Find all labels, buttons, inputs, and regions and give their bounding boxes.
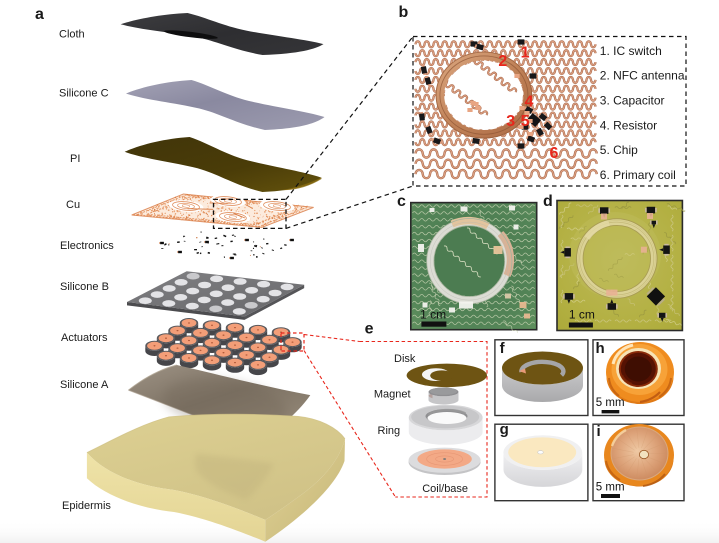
svg-text:f: f xyxy=(500,340,506,357)
svg-text:Coil/base: Coil/base xyxy=(422,483,468,495)
svg-text:6. Primary coil: 6. Primary coil xyxy=(600,168,676,182)
svg-text:a: a xyxy=(35,6,44,23)
svg-text:Cloth: Cloth xyxy=(59,29,85,41)
svg-text:3. Capacitor: 3. Capacitor xyxy=(600,94,665,108)
svg-text:Ring: Ring xyxy=(378,425,401,437)
svg-text:Magnet: Magnet xyxy=(374,389,411,401)
svg-text:Silicone A: Silicone A xyxy=(60,379,109,391)
svg-text:d: d xyxy=(543,193,553,210)
svg-text:c: c xyxy=(397,193,406,210)
svg-text:i: i xyxy=(597,423,601,440)
svg-text:3: 3 xyxy=(506,113,515,130)
svg-text:e: e xyxy=(365,321,374,338)
svg-text:1 cm: 1 cm xyxy=(569,308,595,322)
svg-text:1: 1 xyxy=(521,44,530,61)
svg-text:4. Resistor: 4. Resistor xyxy=(600,118,657,132)
svg-text:Cu: Cu xyxy=(66,199,80,211)
svg-text:5: 5 xyxy=(521,113,530,130)
svg-text:6: 6 xyxy=(550,145,559,162)
svg-text:b: b xyxy=(399,4,409,21)
svg-text:PI: PI xyxy=(70,153,80,165)
svg-text:1 cm: 1 cm xyxy=(420,308,446,322)
svg-text:h: h xyxy=(596,340,605,357)
svg-text:2: 2 xyxy=(498,53,507,70)
svg-text:1. IC switch: 1. IC switch xyxy=(600,44,662,58)
svg-text:5. Chip: 5. Chip xyxy=(600,143,638,157)
svg-text:g: g xyxy=(500,421,509,438)
svg-text:Silicone C: Silicone C xyxy=(59,88,109,100)
svg-text:Silicone B: Silicone B xyxy=(60,281,109,293)
svg-text:5 mm: 5 mm xyxy=(596,482,625,494)
svg-text:Disk: Disk xyxy=(394,353,416,365)
svg-text:Actuators: Actuators xyxy=(61,332,108,344)
svg-text:2. NFC antenna: 2. NFC antenna xyxy=(600,69,685,83)
svg-text:5 mm: 5 mm xyxy=(596,397,625,409)
svg-text:4: 4 xyxy=(525,94,534,111)
svg-text:Electronics: Electronics xyxy=(60,240,114,252)
svg-text:Epidermis: Epidermis xyxy=(62,500,111,512)
